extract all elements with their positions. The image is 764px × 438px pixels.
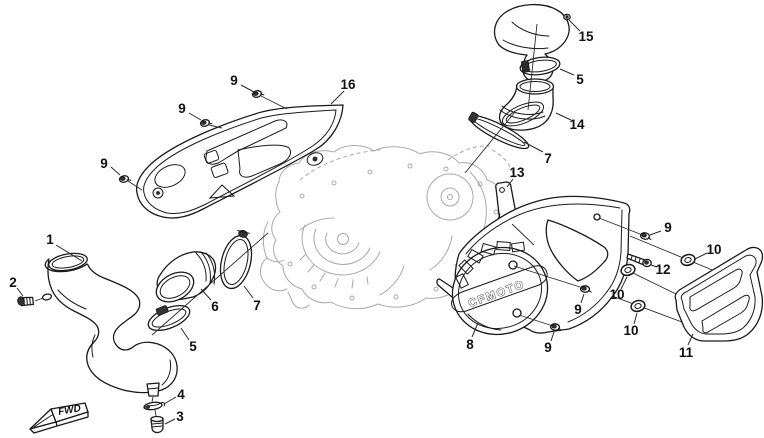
fwd-label: FWD [57,403,81,418]
callout-leader-line [200,288,212,301]
callout-leader-line [580,293,585,304]
callout-leader-line [650,264,658,268]
callout-leader-line [471,322,479,338]
callout-leader-line [550,331,555,342]
part-14-intake-duct-elbow[interactable] [498,78,555,131]
callout-leader-line [694,252,708,260]
flange-bolt-icon[interactable] [251,89,265,98]
callout-leader-line [180,327,190,341]
callout-label-13[interactable]: 13 [509,165,525,180]
callout-leader-line [568,19,581,32]
callout-label-16[interactable]: 16 [340,77,356,92]
alignment-lines-over [34,23,641,417]
callout-label-6[interactable]: 6 [211,299,219,314]
callout-label-12[interactable]: 12 [655,262,670,277]
callout-label-1[interactable]: 1 [46,232,54,247]
callout-label-7[interactable]: 7 [253,298,261,313]
callout-leader-line [188,112,202,121]
callout-label-10[interactable]: 10 [623,323,638,338]
callout-leader-line [523,141,544,153]
callout-label-4[interactable]: 4 [177,387,185,402]
callout-label-9[interactable]: 9 [574,302,582,317]
callout-leader-line [559,68,575,76]
part-4-clip-clamp[interactable] [143,401,166,411]
callout-leader-line [243,285,254,299]
callout-leader-line [163,396,177,405]
callout-label-9[interactable]: 9 [544,340,552,355]
callout-label-7[interactable]: 7 [544,151,552,166]
callout-leader-line [55,244,83,262]
callout-leader-line [164,418,176,425]
part-2-screw[interactable] [17,293,53,307]
part-7-oval-clamp-bottom[interactable] [215,227,258,292]
fwd-direction-arrow: FWD [29,402,89,434]
callout-label-9[interactable]: 9 [664,220,672,235]
part-1-air-intake-tube[interactable] [44,251,178,397]
callout-label-8[interactable]: 8 [466,337,474,352]
callout-label-14[interactable]: 14 [569,117,585,132]
callout-label-9[interactable]: 9 [178,101,186,116]
part-16-air-cleaner-cover[interactable] [135,104,344,219]
callout-leader-line [649,230,662,236]
part-5-hose-clamp-bottom[interactable] [144,298,193,336]
callout-leader-line [687,333,694,346]
flange-bolt-icon[interactable] [549,323,562,331]
flange-bolt-icon[interactable] [579,285,592,293]
grommet-icon[interactable] [630,299,646,313]
callout-label-15[interactable]: 15 [578,29,594,44]
grommet-icon[interactable] [620,263,636,277]
callout-label-9[interactable]: 9 [230,73,238,88]
callout-leader-line [330,90,345,105]
callout-label-10[interactable]: 10 [609,287,624,302]
part-6-intake-elbow-boot[interactable] [151,251,217,308]
flange-bolt-icon[interactable] [639,232,652,241]
grommet-icon[interactable] [680,253,696,267]
part-12-screw[interactable] [626,253,652,268]
callout-leader-line [110,166,121,176]
part-11-vent-grille[interactable] [674,246,764,342]
part-9-flange-bolts[interactable] [118,89,652,331]
flange-bolt-icon[interactable] [199,118,213,127]
callout-leader-line [240,84,255,93]
callout-label-11[interactable]: 11 [679,345,694,360]
callout-leader-line [633,312,638,325]
callout-leader-line [16,287,24,297]
part-5-hose-clamp-top[interactable] [519,55,561,77]
callout-label-2[interactable]: 2 [9,275,17,290]
callout-leader-line [620,276,628,290]
callout-label-9[interactable]: 9 [100,156,108,171]
callout-label-3[interactable]: 3 [176,409,184,424]
callout-label-10[interactable]: 10 [706,242,721,257]
part-3-drain-plug[interactable] [150,415,164,434]
callout-leader-line [506,178,514,188]
callout-label-5[interactable]: 5 [576,72,584,87]
part-10-grommets[interactable] [620,253,696,313]
callout-label-5[interactable]: 5 [189,339,197,354]
callout-leader-line [555,112,572,121]
